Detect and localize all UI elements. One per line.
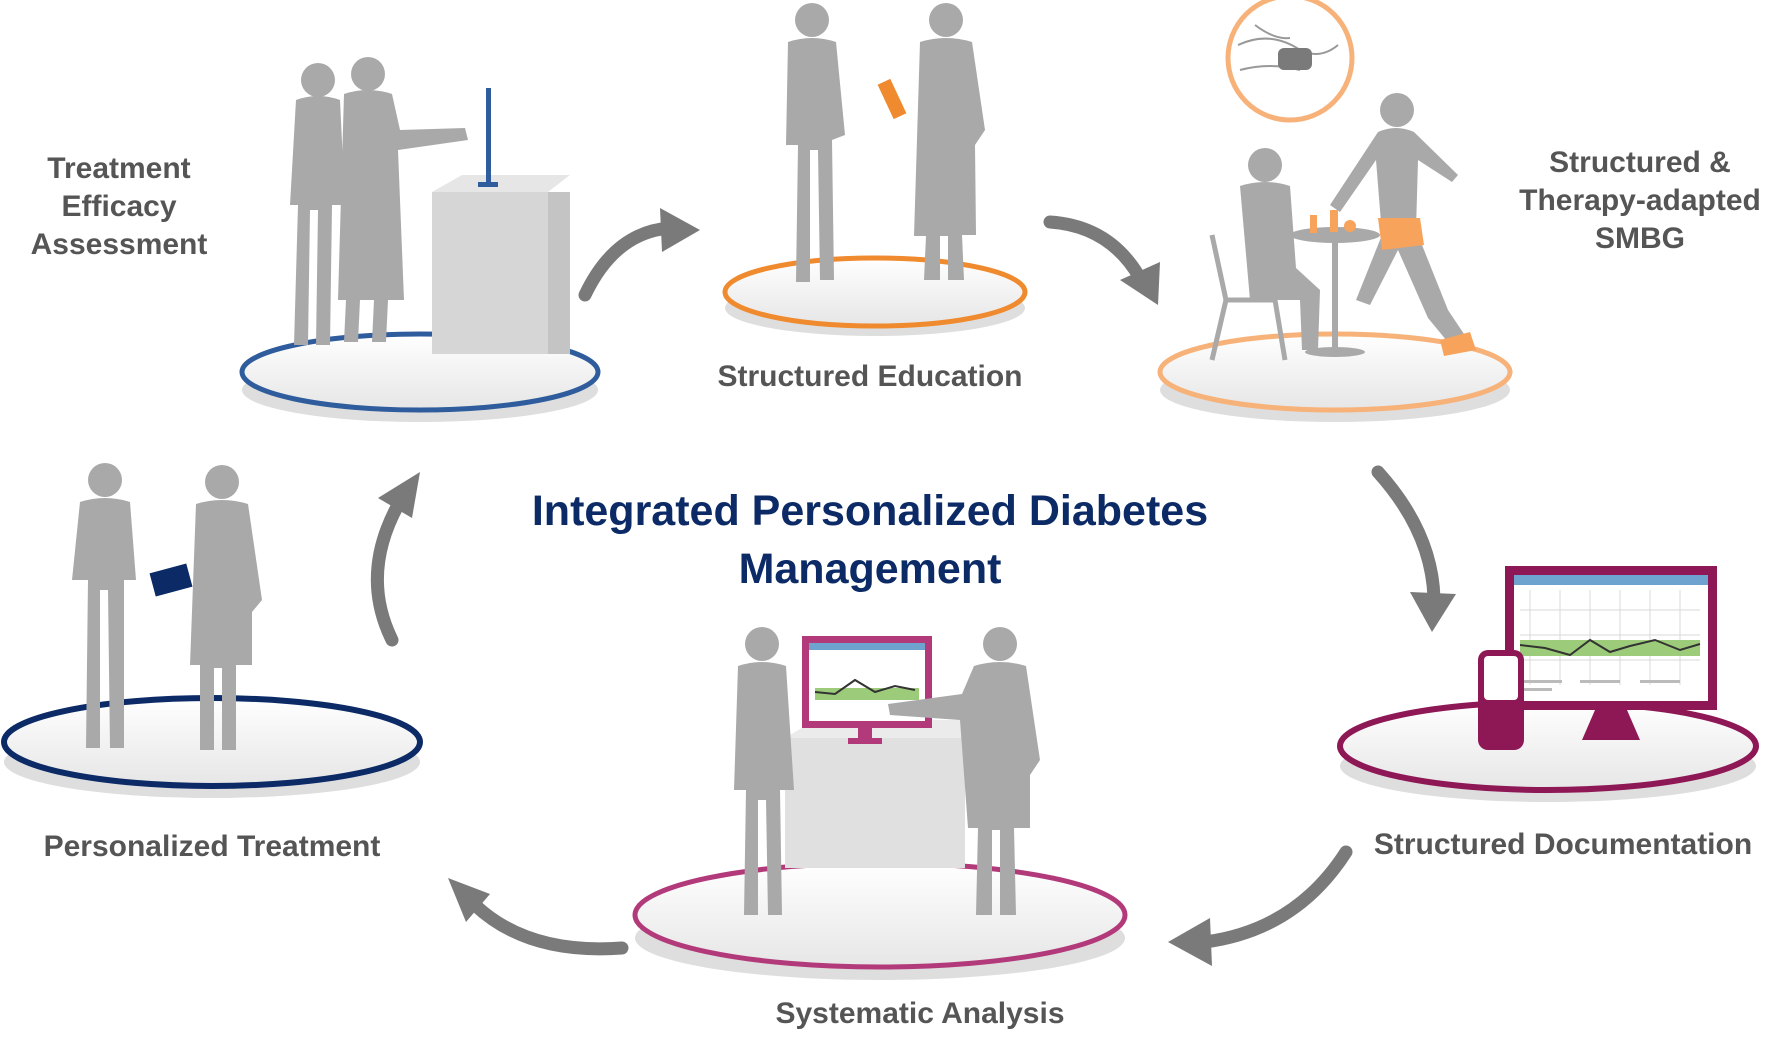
monitor xyxy=(802,636,932,744)
patient-figure xyxy=(72,463,136,748)
education-scene xyxy=(786,3,985,282)
person-figure xyxy=(290,63,345,345)
meter-icon xyxy=(1278,48,1312,70)
insulin-device-icon xyxy=(149,563,193,597)
stage-label-structured-education: Structured Education xyxy=(717,360,1023,393)
shoe xyxy=(1440,332,1476,356)
arrow-smbg-to-documentation xyxy=(1371,465,1456,632)
food-items xyxy=(1310,210,1356,233)
arrow-efficacy-to-education xyxy=(578,208,700,302)
efficacy-scene xyxy=(290,57,570,354)
doctor-figure xyxy=(338,57,468,342)
doctor-figure xyxy=(888,627,1040,915)
platform-structured-documentation xyxy=(1337,699,1759,802)
patient-figure xyxy=(786,3,845,282)
diagram-title: Integrated Personalized Diabetes Managem… xyxy=(531,487,1209,593)
chair xyxy=(1209,234,1288,361)
counter xyxy=(432,175,570,354)
platform-smbg xyxy=(1157,331,1513,422)
stage-label-systematic-analysis: Systematic Analysis xyxy=(775,997,1065,1030)
platform-systematic-analysis xyxy=(632,860,1128,980)
doctor-figure xyxy=(914,3,985,280)
arrow-analysis-to-treatment xyxy=(448,878,629,956)
stage-label-smbg: Structured & Therapy-adapted SMBG xyxy=(1519,146,1761,255)
cycle-arrows xyxy=(370,208,1456,966)
stage-label-personalized-treatment: Personalized Treatment xyxy=(43,830,381,863)
desk xyxy=(785,720,990,868)
glucose-meter-inset xyxy=(1225,0,1355,123)
arrow-treatment-to-efficacy xyxy=(370,472,420,647)
clipboard-icon xyxy=(877,78,907,120)
stage-label-structured-documentation: Structured Documentation xyxy=(1373,828,1753,861)
stage-label-treatment-efficacy: Treatment Efficacy Assessment xyxy=(30,152,208,261)
platform-structured-education xyxy=(722,255,1028,336)
doctor-figure xyxy=(190,465,262,750)
screen-stand xyxy=(478,88,498,187)
phone-device xyxy=(1478,650,1524,750)
shorts xyxy=(1378,218,1424,250)
seated-person-figure xyxy=(1240,148,1320,350)
analysis-scene xyxy=(734,627,1040,915)
arrow-education-to-smbg xyxy=(1043,215,1160,305)
treatment-scene xyxy=(72,463,262,750)
documentation-scene xyxy=(1478,566,1717,750)
patient-figure xyxy=(734,627,794,915)
arrow-documentation-to-analysis xyxy=(1168,845,1353,966)
monitor xyxy=(1505,566,1717,740)
smbg-scene xyxy=(1209,0,1476,361)
